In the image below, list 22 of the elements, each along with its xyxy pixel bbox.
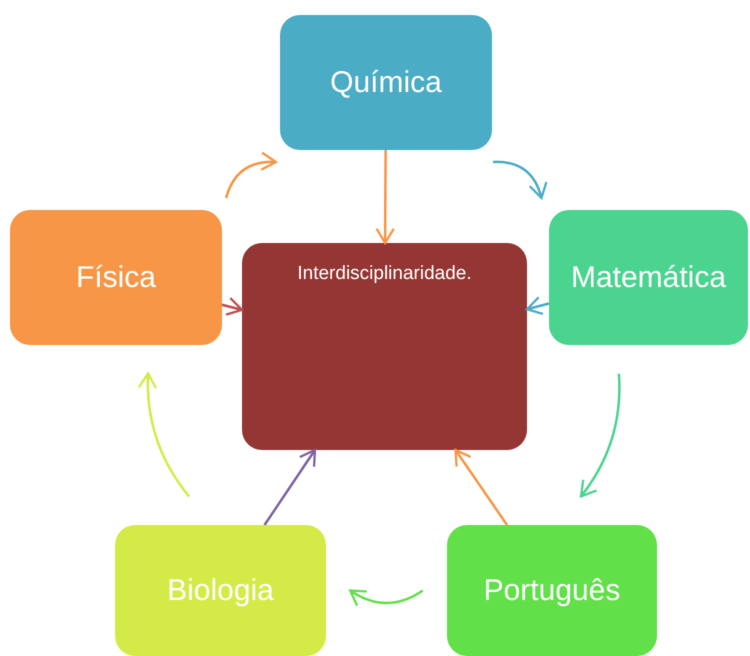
- arrow: [526, 296, 550, 316]
- arrow: [138, 372, 190, 498]
- arrow: [493, 160, 547, 200]
- subject-box: [549, 210, 748, 345]
- box-title: Interdisciplinaridade.: [297, 263, 472, 285]
- arrow: [375, 150, 395, 244]
- subject-box: [10, 210, 222, 345]
- arrow: [224, 152, 278, 198]
- arrow: [263, 448, 316, 526]
- arrow: [454, 448, 508, 526]
- subject-label: Português: [484, 574, 620, 608]
- arrow: [580, 374, 621, 498]
- subject-label: Matemática: [570, 260, 726, 294]
- subject-label: Biologia: [167, 574, 274, 608]
- arrow: [349, 589, 424, 607]
- subject-box: [280, 15, 492, 150]
- subject-label: Física: [76, 260, 156, 294]
- arrow: [222, 296, 244, 316]
- central-box: [242, 243, 527, 450]
- subject-box: [447, 525, 657, 656]
- subject-label: Química: [330, 66, 442, 100]
- subject-box: [115, 525, 326, 656]
